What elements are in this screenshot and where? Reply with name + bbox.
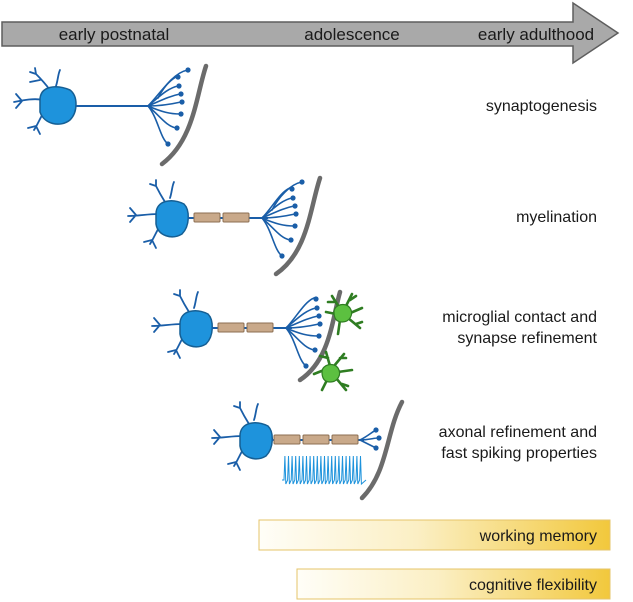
timeline-arrow-shape (1, 1, 620, 65)
microglia-top (324, 292, 364, 336)
spike-train-trace (282, 455, 367, 486)
process-label-axonal-line2: fast spiking properties (441, 445, 597, 462)
postsynaptic-membrane (359, 399, 405, 501)
myelin-sheath (193, 212, 250, 223)
process-label-microglial-line1: microglial contact and (442, 309, 597, 326)
microglia-bottom (312, 350, 354, 392)
stage-label-early-adulthood: early adulthood (478, 25, 594, 44)
function-bar-cognitive-flexibility-shape (296, 568, 611, 600)
process-label-myelination: myelination (516, 209, 597, 226)
function-bar-working-memory-shape (258, 519, 611, 551)
neuron-microglial (151, 289, 364, 392)
spike-train (282, 455, 367, 486)
synapse-dots (165, 67, 191, 147)
neuron-soma (179, 310, 213, 348)
myelin-sheath (217, 322, 274, 333)
synapse-dots (303, 296, 323, 369)
axon-terminals (261, 181, 303, 257)
postsynaptic-membrane (159, 63, 209, 167)
microglia-body (321, 363, 341, 383)
synapse-dots (279, 179, 305, 259)
myelin-sheath (273, 434, 359, 445)
neuron-dendrites (151, 289, 199, 359)
axon-terminals (285, 297, 320, 367)
neuron-synaptogenesis (13, 63, 209, 167)
process-label-axonal-line1: axonal refinement and (439, 424, 597, 441)
postsynaptic-membrane (297, 289, 343, 383)
neuron-fast-spiking (211, 399, 405, 501)
neuron-myelination (127, 175, 323, 277)
stage-label-adolescence: adolescence (304, 25, 399, 44)
function-label-working-memory: working memory (479, 528, 597, 545)
process-label-synaptogenesis: synaptogenesis (486, 98, 597, 115)
synapse-dots (373, 427, 382, 451)
axon-terminals (359, 429, 379, 449)
neuron-soma (155, 200, 189, 238)
process-label-microglial-line2: synapse refinement (457, 330, 597, 347)
neuron-soma (239, 422, 273, 460)
postsynaptic-membrane (273, 175, 323, 277)
stage-label-early-postnatal: early postnatal (59, 25, 170, 44)
function-label-cognitive-flexibility: cognitive flexibility (469, 577, 597, 594)
function-bar-cognitive-flexibility: cognitive flexibility (296, 568, 611, 600)
process-labels: synaptogenesis myelination microglial co… (439, 98, 598, 462)
neuron-dendrites (13, 67, 61, 135)
function-bar-working-memory: working memory (258, 519, 611, 551)
timeline-arrow: early postnatal adolescence early adulth… (1, 1, 620, 65)
microglia-body (333, 303, 353, 323)
axon-terminals (147, 69, 189, 145)
neuron-soma (39, 86, 77, 125)
